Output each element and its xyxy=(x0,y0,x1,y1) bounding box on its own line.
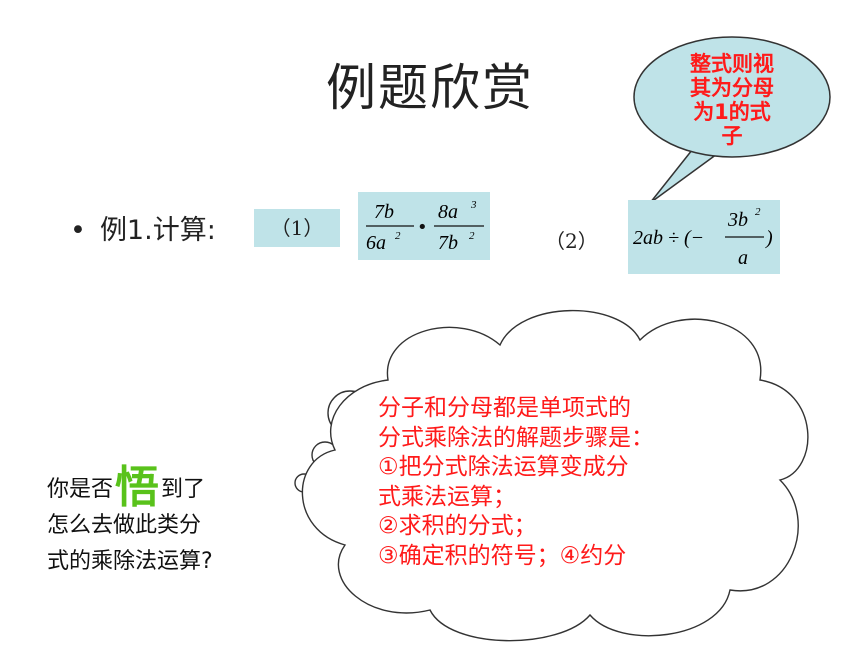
example-lead: •例1.计算: xyxy=(70,215,216,246)
part2-label: （2） xyxy=(545,229,598,253)
expr1-den1-exp: 2 xyxy=(395,230,401,242)
expr2-left: 2ab ÷ (− xyxy=(633,227,704,249)
page-title: 例题欣赏 xyxy=(326,59,534,117)
speech-bubble-text: 整式则视 其为分母 为1的式 子 xyxy=(690,52,774,148)
expr1-num2-exp: 3 xyxy=(470,199,477,211)
expr1-num1: 7b xyxy=(374,201,394,223)
expr1-den1: 6a xyxy=(366,232,386,254)
expression-1: 7b 6a 2 • 8a 3 7b 2 xyxy=(358,192,490,260)
question-text: 你是否悟到了 怎么去做此类分 式的乘除法运算? xyxy=(47,462,213,575)
expr2-den: a xyxy=(738,247,748,269)
expr2-right: ) xyxy=(765,227,773,249)
expr1-den2-exp: 2 xyxy=(469,230,475,242)
highlight-char: 悟 xyxy=(115,462,160,513)
expr2-num: 3b xyxy=(727,209,748,231)
expr1-dot: • xyxy=(417,217,428,238)
bullet-icon: • xyxy=(70,215,86,246)
cloud-text: 分子和分母都是单项式的 分式乘除法的解题步骤是： ①把分式除法运算变成分 式乘法… xyxy=(378,395,654,569)
expr2-num-exp: 2 xyxy=(755,206,761,218)
expr1-num2: 8a xyxy=(438,201,458,223)
expr1-den2: 7b xyxy=(438,232,458,254)
part1-label: （1） xyxy=(254,209,340,247)
expression-2: 2ab ÷ (− 3b 2 a ) xyxy=(628,200,780,274)
